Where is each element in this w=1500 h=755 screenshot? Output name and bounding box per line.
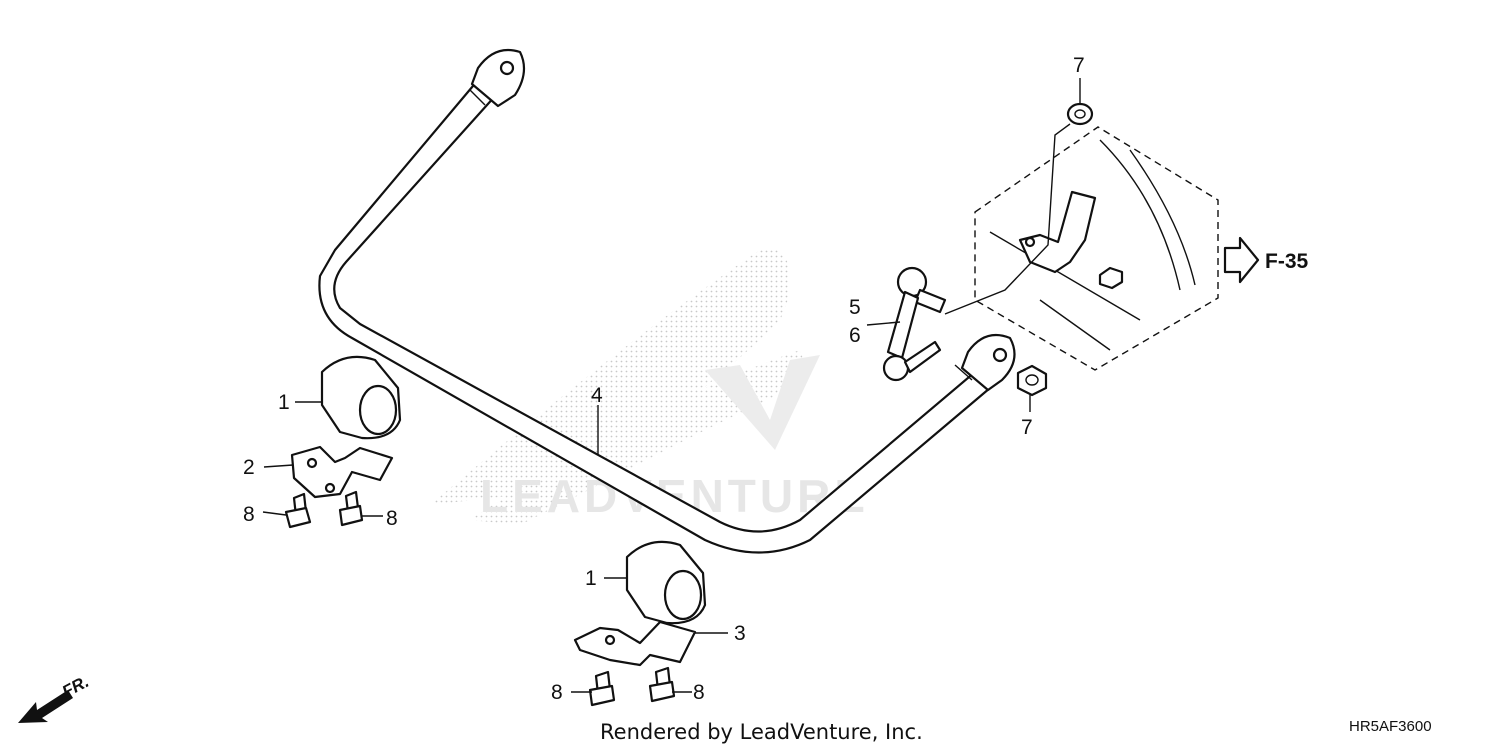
reference-arrow[interactable]: F-35 <box>1223 236 1309 284</box>
callout-link-bottom: 6 <box>849 324 861 347</box>
frame-detail <box>974 126 1219 371</box>
nut-lower <box>1016 364 1048 397</box>
callout-nut-top: 7 <box>1073 54 1085 77</box>
watermark-v-icon <box>705 355 820 450</box>
bushing-right <box>625 540 707 625</box>
bushing-left <box>320 355 402 440</box>
bolt-left-b <box>338 490 364 527</box>
reference-label: F-35 <box>1265 250 1309 273</box>
bolt-right-b <box>648 666 676 703</box>
callout-bolt-left-a: 8 <box>243 503 255 526</box>
watermark-wing-icon <box>430 248 810 525</box>
bracket-left <box>290 445 394 499</box>
bolt-left-a <box>284 492 312 529</box>
leader-lines <box>262 78 1081 693</box>
callout-bolt-left-b: 8 <box>386 507 398 530</box>
callout-bracket-right: 3 <box>734 622 746 645</box>
callout-nut-lower: 7 <box>1021 416 1033 439</box>
front-indicator: FR. <box>18 672 92 723</box>
diagram-code: HR5AF3600 <box>1349 718 1432 735</box>
callout-stabilizer-bar: 4 <box>591 384 603 407</box>
callout-bracket-left: 2 <box>243 456 255 479</box>
hollow-arrow-icon <box>1223 236 1260 284</box>
stabilizer-bar <box>318 48 1016 554</box>
callout-bolt-right-b: 8 <box>693 681 705 704</box>
bolt-right-a <box>588 670 616 707</box>
stabilizer-link <box>882 266 947 382</box>
nut-top <box>1066 102 1094 126</box>
bracket-right <box>573 620 697 667</box>
footer-credit: Rendered by LeadVenture, Inc. <box>600 720 923 744</box>
callout-bolt-right-a: 8 <box>551 681 563 704</box>
front-arrow-icon <box>18 690 73 723</box>
callout-bushing-left: 1 <box>278 391 290 414</box>
callout-link-top: 5 <box>849 296 861 319</box>
callout-bushing-right: 1 <box>585 567 597 590</box>
